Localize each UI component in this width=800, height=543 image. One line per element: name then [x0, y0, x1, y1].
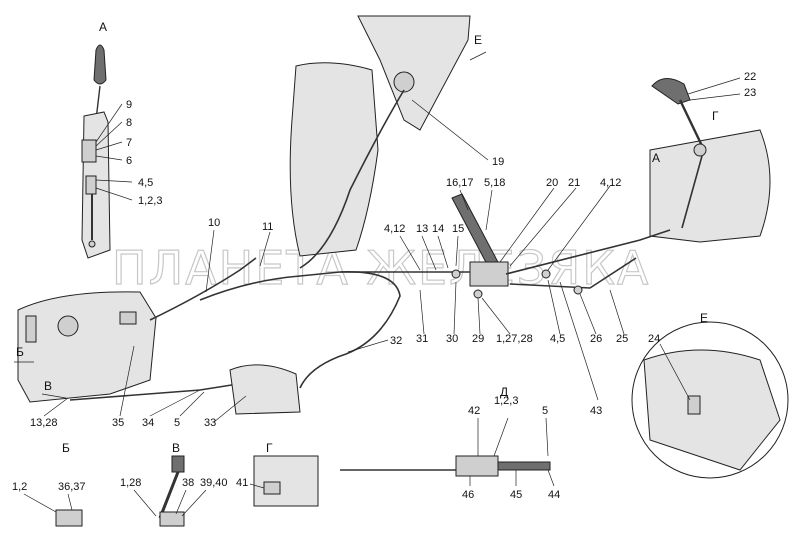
- view-e-detail: Е 24: [631, 311, 789, 479]
- view-v-fitting: [159, 511, 185, 527]
- view-v-detail: В 1,28 38 39,40: [120, 441, 228, 527]
- seat-cushion: [289, 62, 379, 257]
- callout-29: 29: [472, 333, 484, 345]
- callout-26: 26: [590, 333, 602, 345]
- lever-clamp: [85, 175, 97, 195]
- view-d-cable: Д 42 1,2,3 5 46 45 44: [340, 385, 560, 501]
- callout-33: 33: [204, 417, 216, 429]
- lever-base: [469, 261, 509, 287]
- callout-13: 13: [416, 223, 428, 235]
- callout-24: 24: [648, 333, 660, 345]
- callout-25: 25: [616, 333, 628, 345]
- callout-1-27-28: 1,27,28: [496, 333, 533, 345]
- callout-44: 44: [548, 489, 560, 501]
- callout-42: 42: [468, 405, 480, 417]
- callout-19: 19: [492, 156, 504, 168]
- callout-4-5-b: 4,5: [550, 333, 565, 345]
- callout-41: 41: [236, 477, 248, 489]
- callout-39-40: 39,40: [200, 477, 228, 489]
- callout-11: 11: [262, 221, 273, 233]
- section-label-v: В: [172, 441, 180, 455]
- callout-43: 43: [590, 405, 602, 417]
- section-label-b: Б: [62, 441, 70, 455]
- view-b-fitting: [55, 509, 83, 527]
- brake-housing: [17, 291, 157, 403]
- callout-22: 22: [744, 71, 756, 83]
- view-v-cap: [171, 455, 185, 473]
- view-g-plate: [253, 455, 319, 507]
- section-arrow-a: А: [652, 151, 660, 165]
- callout-5-left: 5: [174, 417, 180, 429]
- callout-45: 45: [510, 489, 522, 501]
- section-label-g: Г: [266, 441, 273, 455]
- section-arrow-g: Г: [712, 109, 719, 123]
- seat-pulley: [393, 71, 415, 93]
- callout-9: 9: [126, 99, 132, 111]
- cable-sleeve: [497, 461, 551, 471]
- section-label-e: Е: [700, 311, 708, 325]
- callout-1-28: 1,28: [120, 477, 141, 489]
- callout-4-12-left: 4,12: [384, 223, 405, 235]
- cab-seat-outline: 19 Е: [289, 15, 504, 269]
- foot-pedal-assembly: 22 23 Г А: [649, 71, 771, 243]
- callout-4-5-a: 4,5: [138, 177, 153, 189]
- view-a-hand-lever: А 9 8 7 6 4,5 1,2,3: [81, 20, 162, 259]
- callout-16-17: 16,17: [446, 177, 474, 189]
- callout-36-37: 36,37: [58, 481, 86, 493]
- pedal-floor-panel: [649, 129, 771, 243]
- callout-46: 46: [462, 489, 474, 501]
- callout-1-2-3-b: 1,2,3: [494, 395, 518, 407]
- callout-38: 38: [182, 477, 194, 489]
- view-e-panel: [643, 349, 781, 471]
- callout-5-right: 5: [542, 405, 548, 417]
- callout-13-28: 13,28: [30, 417, 58, 429]
- callout-1-2-3-a: 1,2,3: [138, 195, 162, 207]
- callout-35: 35: [112, 417, 124, 429]
- callout-32: 32: [390, 335, 402, 347]
- callout-6: 6: [126, 155, 132, 167]
- callout-8: 8: [126, 117, 132, 129]
- view-e-switch: [687, 395, 701, 415]
- callout-7: 7: [126, 137, 132, 149]
- callout-14: 14: [432, 223, 444, 235]
- rear-bracket: [229, 364, 301, 415]
- callout-34: 34: [142, 417, 154, 429]
- callout-21: 21: [568, 177, 580, 189]
- section-arrow-b: Б: [16, 345, 24, 359]
- section-arrow-v: В: [44, 379, 52, 393]
- callout-31: 31: [416, 333, 428, 345]
- cable-adjuster: [455, 455, 499, 477]
- callout-10: 10: [208, 217, 220, 229]
- section-label-d: Д: [500, 385, 508, 399]
- lever-ratchet: [81, 139, 97, 163]
- view-b-detail: Б 1,2 36,37: [12, 441, 86, 527]
- left-brake-assembly: 10 11 32 Б В 13,28 35 34 5 33: [14, 217, 402, 429]
- centre-lever-assembly: 16,17 5,18 20 21 4,12 4,12 13 14 15 31 3…: [340, 177, 671, 417]
- callout-23: 23: [744, 87, 756, 99]
- callout-1-2-b: 1,2: [12, 481, 27, 493]
- view-g-switch: [263, 481, 281, 495]
- callout-20: 20: [546, 177, 558, 189]
- view-g-detail: Г 41: [236, 441, 319, 507]
- lever-handle: [93, 44, 107, 85]
- callout-4-12-right: 4,12: [600, 177, 621, 189]
- section-label-a: А: [99, 20, 107, 34]
- pedal-pad: [651, 78, 691, 105]
- callout-30: 30: [446, 333, 458, 345]
- brake-drum: [57, 315, 79, 337]
- seat-back-frame: [357, 15, 471, 131]
- callout-5-18: 5,18: [484, 177, 505, 189]
- section-arrow-e: Е: [474, 33, 482, 47]
- callout-15: 15: [452, 223, 464, 235]
